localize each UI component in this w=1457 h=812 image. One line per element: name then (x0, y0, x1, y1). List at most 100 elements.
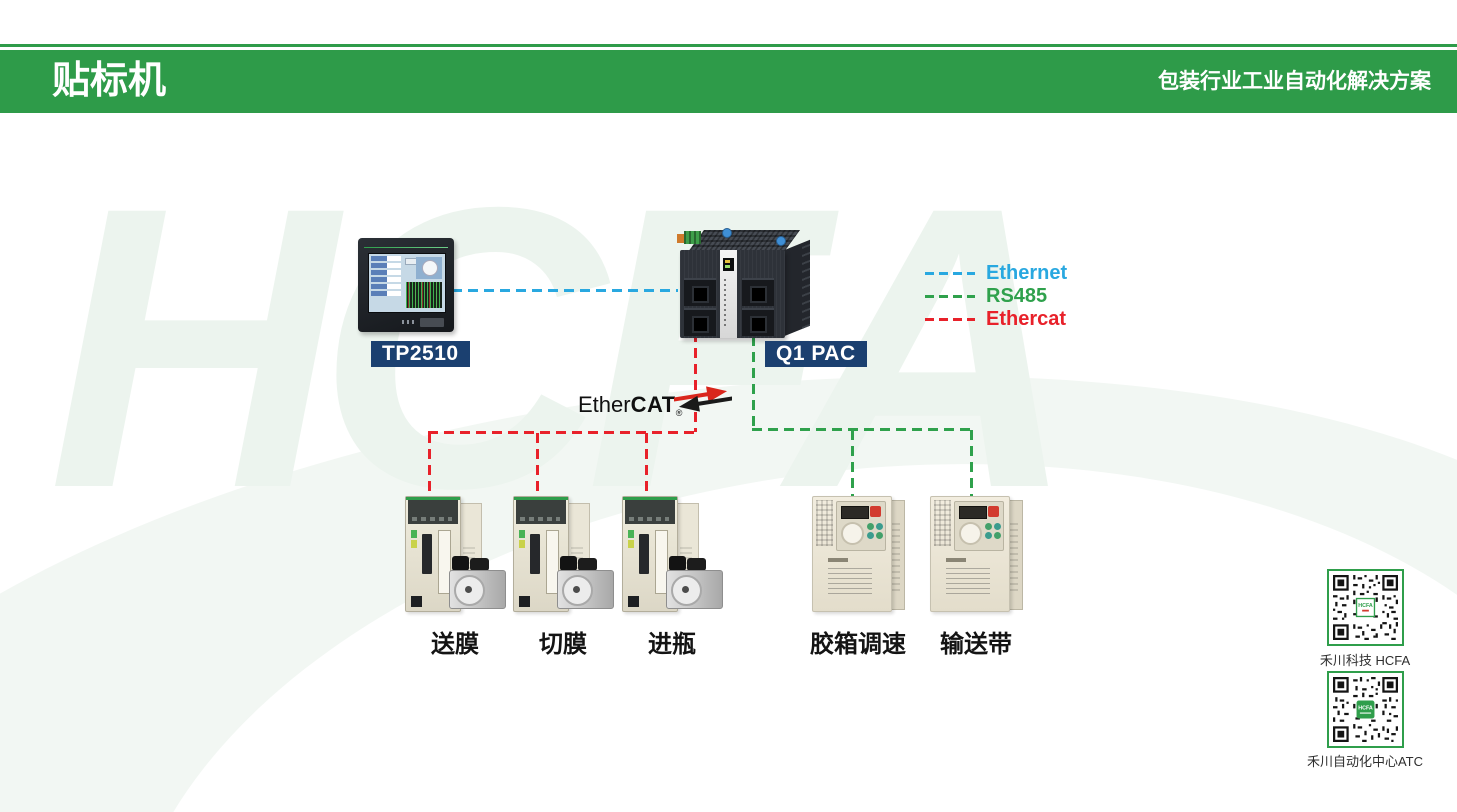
inverter-brand-mark (946, 558, 966, 562)
ethercat-drop-servo2 (536, 433, 539, 497)
servo-led (628, 540, 634, 548)
ethernet-dash-sample (925, 272, 975, 275)
ethercat-drop-servo1 (428, 433, 431, 497)
motor-cable-plug (452, 556, 469, 571)
servo-display-panel (625, 500, 675, 524)
hmi-label-tag: TP2510 (371, 341, 470, 367)
header-top-rule (0, 44, 1457, 47)
ethercat-drop-servo3 (645, 433, 648, 497)
servo-body (405, 496, 461, 612)
inverter-2 (930, 496, 1023, 614)
legend-label-rs485: RS485 (986, 285, 1048, 307)
hcfa-watermark: HCFA (48, 124, 1077, 571)
ethercat-logo-suffix: CAT (630, 392, 676, 417)
qr-pattern: HCFA (1333, 575, 1398, 640)
legend-item-rs485: RS485 (925, 285, 1067, 308)
servo-card-slot (655, 530, 668, 594)
inverter-keys (867, 523, 883, 539)
qr1-caption: 禾川科技 HCFA (1319, 653, 1411, 668)
servo-accent-strip (514, 497, 568, 500)
servo-card-slot (438, 530, 451, 594)
qr-badge-text: HCFA (1358, 706, 1373, 712)
servo-display-panel (408, 500, 458, 524)
hmi-accent-line (364, 247, 448, 248)
servo-card-slot (546, 530, 559, 594)
motor-cable-plug (560, 556, 577, 571)
rs485-drop-inverter2 (970, 430, 973, 497)
ethercat-arrows-icon (674, 386, 732, 412)
qr2-caption: 禾川自动化中心ATC (1306, 754, 1424, 769)
servo-connector (530, 534, 540, 574)
controller-label-tag: Q1 PAC (765, 341, 867, 367)
motor-cable-plug (687, 558, 706, 571)
motor-flange (454, 575, 485, 606)
inverter-spec-label (946, 560, 990, 594)
plc-port-cap (776, 236, 786, 246)
plc-status-chip (723, 258, 734, 271)
servo-motor (557, 556, 614, 610)
hmi-field-row (371, 256, 401, 261)
servo3-caption: 进瓶 (648, 631, 696, 658)
plc-port-cap (722, 228, 732, 238)
motor-flange (562, 575, 593, 606)
servo-led (519, 540, 525, 548)
page-title: 贴标机 (52, 60, 167, 102)
ethercat-dash-sample (925, 318, 975, 321)
ethernet-line-hmi-to-pac (452, 289, 678, 292)
servo-port (519, 596, 530, 607)
servo-port (628, 596, 639, 607)
inverter-spec-label (828, 560, 872, 594)
qr-code-hcfa: HCFA (1327, 569, 1404, 646)
legend-item-ethernet: Ethernet (925, 262, 1067, 285)
plc-io-port (684, 308, 716, 336)
servo-port (411, 596, 422, 607)
legend-label-ethercat: Ethercat (986, 308, 1067, 330)
servo-display-panel (516, 500, 566, 524)
servo-drive-1 (405, 496, 506, 614)
plc-terminal-block (684, 231, 701, 244)
hmi-indicator-dots (402, 320, 414, 324)
servo-motor (666, 556, 723, 610)
legend-label-ethernet: Ethernet (986, 262, 1068, 284)
hmi-gauge (416, 257, 442, 279)
motor-cable-plug (578, 558, 597, 571)
hmi-device-tp2510 (358, 238, 454, 332)
servo-accent-strip (623, 497, 677, 500)
hmi-function-button (420, 318, 444, 327)
rs485-bus-horizontal (752, 428, 973, 431)
qr-code-atc: HCFA (1327, 671, 1404, 748)
inverter1-caption: 胶箱调速 (810, 631, 906, 658)
servo2-caption: 切膜 (539, 631, 587, 658)
servo-connector (422, 534, 432, 574)
plc-io-port (742, 308, 774, 336)
motor-cable-plug (669, 556, 686, 571)
ethercat-line-pac-drop (694, 332, 697, 432)
plc-center-stripe (720, 250, 737, 338)
plc-connector-nub (677, 234, 684, 243)
servo-accent-strip (406, 497, 460, 500)
qr-badge-text: HCFA (1358, 603, 1373, 609)
servo-led (411, 540, 417, 548)
rs485-dash-sample (925, 295, 975, 298)
rs485-drop-inverter1 (851, 430, 854, 497)
servo-led (519, 530, 525, 538)
inverter-display (841, 506, 869, 519)
inverter-dial (959, 522, 982, 545)
registered-mark: ® (675, 408, 683, 418)
hmi-field-row (371, 277, 401, 282)
hmi-field-row (371, 270, 401, 275)
ethercat-logo-prefix: Ether (578, 392, 631, 417)
rs485-line-pac-drop (752, 336, 755, 430)
servo-body (622, 496, 678, 612)
servo-led (411, 530, 417, 538)
hmi-trend-chart (406, 282, 442, 308)
servo-motor (449, 556, 506, 610)
inverter-vents (816, 500, 833, 546)
header-bar: 贴标机 包装行业工业自动化解决方案 (0, 50, 1457, 113)
inverter-stop-button (870, 506, 881, 517)
motor-flange (671, 575, 702, 606)
inverter-keypad-panel (954, 501, 1004, 551)
qr-pattern: HCFA (1333, 677, 1398, 742)
servo-led (628, 530, 634, 538)
plc-stripe-markings (724, 276, 726, 326)
